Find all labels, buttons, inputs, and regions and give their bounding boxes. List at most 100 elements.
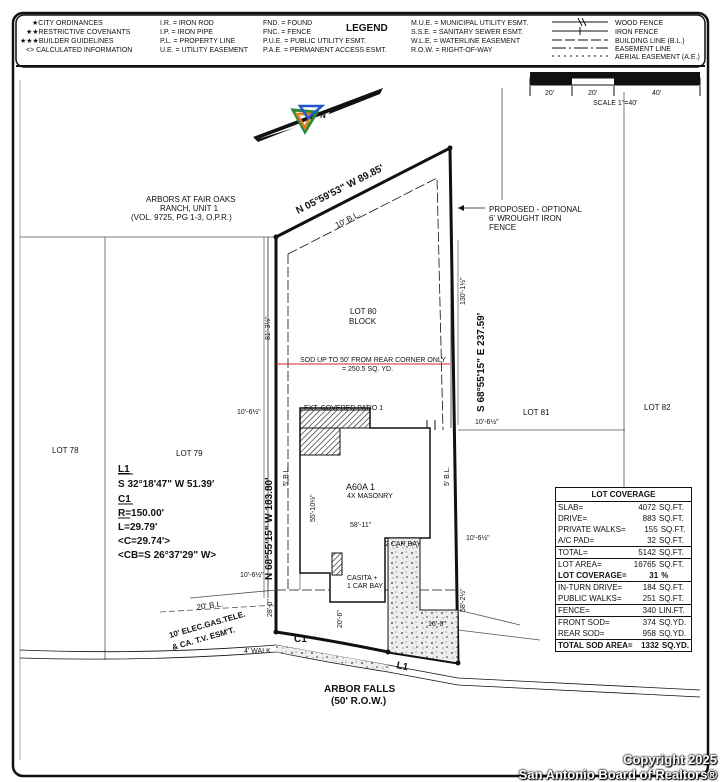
dim-130-1: 130'-1½" <box>459 277 467 305</box>
bearing-east: S 68°55'15" E 237.59' <box>476 313 487 412</box>
copyright-line-2: San Antonio Board of Realtors® <box>518 767 717 782</box>
dim-58-2: 58'-2½" <box>459 588 467 612</box>
legend-col1-1: ★★RESTRICTIVE COVENANTS <box>26 28 131 36</box>
walk-label: 4' WALK <box>244 648 271 655</box>
fence-note-2: 6' WROUGHT IRON <box>489 214 562 223</box>
c1-chord: <C=29.74'> <box>118 536 170 547</box>
legend: ★CITY ORDINANCES ★★RESTRICTIVE COVENANTS… <box>20 17 700 61</box>
house-masonry: 4X MASONRY <box>347 493 393 500</box>
dim-10-6-c: 10'-6½" <box>466 534 490 542</box>
l1-marker: L1 <box>395 660 409 673</box>
legend-line-easement: EASEMENT LINE <box>615 46 671 53</box>
lot-81-label: LOT 81 <box>523 408 550 417</box>
legend-col2-2: P.L. = PROPERTY LINE <box>160 38 236 45</box>
patio-label: EXT. COVERED PATIO 1 <box>304 405 383 412</box>
legend-col3-2: P.U.E. = PUBLIC UTILITY ESMT. <box>263 38 366 45</box>
legend-col3-3: P.A.E. = PERMANENT ACCESS ESMT. <box>263 47 387 54</box>
legend-col2-3: U.E. = UTILITY EASEMENT <box>160 47 249 54</box>
lot-name: LOT 80 <box>350 307 377 316</box>
dim-81-3: 81'-3½" <box>264 316 272 340</box>
side-bl-west: 5' B.L. <box>283 466 290 486</box>
lot-82-label: LOT 82 <box>644 403 671 412</box>
lot-78-label: LOT 78 <box>52 446 79 455</box>
c1-length: L=29.79' <box>118 522 157 533</box>
legend-title: LEGEND <box>346 23 388 34</box>
fence-note-3: FENCE <box>489 223 516 232</box>
sod-note-1: SOD UP TO 50' FROM REAR CORNER ONLY <box>300 357 446 364</box>
legend-col4-3: R.O.W. = RIGHT-OF-WAY <box>411 47 493 54</box>
scale-tick-1: 20' <box>545 90 554 97</box>
c1-chord-bearing: <CB=S 26°37'29" W> <box>118 550 216 561</box>
copyright-watermark: Copyright 2025 San Antonio Board of Real… <box>519 752 717 782</box>
legend-col3-0: FND. = FOUND <box>263 20 312 27</box>
legend-line-iron: IRON FENCE <box>615 29 659 36</box>
scale-bar: 20' 20' 40' SCALE 1"=40' <box>529 72 701 107</box>
arbors-line-1: ARBORS AT FAIR OAKS <box>146 195 236 204</box>
legend-line-bl: BUILDING LINE (B.L.) <box>615 38 685 45</box>
arbors-line-3: (VOL. 9725, PG 1-3, O.P.R.) <box>131 213 232 222</box>
legend-col4-2: W.L.E. = WATERLINE EASEMENT <box>411 38 521 45</box>
scale-tick-3: 40' <box>652 90 661 97</box>
legend-col4-1: S.S.E. = SANITARY SEWER ESMT. <box>411 29 523 36</box>
arbors-line-2: RANCH, UNIT 1 <box>160 204 219 213</box>
dim-28-0: 28'-0" <box>267 599 274 617</box>
north-arrow-icon: N <box>253 88 383 142</box>
legend-col1-2: ★★★BUILDER GUIDELINES <box>20 37 114 45</box>
dim-55-10: 55'-10½" <box>309 494 317 522</box>
dim-58-11: 58'-11" <box>350 522 372 529</box>
legend-col1-3: <> CALCULATED INFORMATION <box>26 47 132 54</box>
legend-line-wood: WOOD FENCE <box>615 20 664 27</box>
house-name: A60A 1 <box>346 482 375 492</box>
street-name: ARBOR FALLS <box>324 684 395 695</box>
c1-radius: R=150.00' <box>118 508 164 519</box>
scale-label: SCALE 1"=40' <box>593 100 638 107</box>
garage-label: 2 CAR BAY <box>385 541 421 548</box>
bearing-west: N 68°55'15" W 183.80' <box>264 478 275 580</box>
outer-border <box>11 11 710 778</box>
legend-col3-1: FNC. = FENCE <box>263 29 311 36</box>
dim-20-6: 20'-6" <box>337 610 344 628</box>
legend-col1-0: ★CITY ORDINANCES <box>32 19 103 27</box>
north-label: N <box>320 111 326 120</box>
fence-note-1: PROPOSED - OPTIONAL <box>489 205 582 214</box>
dim-10-6-a: 10'-6½" <box>237 408 261 416</box>
l1-value: S 32°18'47" W 51.39' <box>118 479 214 490</box>
side-bl-east: 5' B.L. <box>444 466 451 486</box>
legend-col2-1: I.P. = IRON PIPE <box>160 29 213 36</box>
table-row: LOT COVERAGE=31% <box>558 571 669 580</box>
l1-title: L1 <box>118 464 130 475</box>
legend-col4-0: M.U.E. = MUNICIPAL UTILITY ESMT. <box>411 20 528 27</box>
legend-col2-0: I.R. = IRON ROD <box>160 20 214 27</box>
sod-note-2: = 250.5 SQ. YD. <box>342 366 393 373</box>
street-row: (50' R.O.W.) <box>331 696 386 707</box>
lot-79-label: LOT 79 <box>176 449 203 458</box>
c1-marker: C1 <box>294 634 307 645</box>
lot-coverage-title: LOT COVERAGE <box>556 488 691 502</box>
c1-title: C1 <box>118 494 131 505</box>
rear-bl: 10' B.L. <box>334 210 362 230</box>
front-bl: 20' B.L. <box>196 599 224 612</box>
dim-10-6-b: 10'-6½" <box>475 418 499 426</box>
scale-tick-2: 20' <box>588 90 597 97</box>
legend-line-aerial: AERIAL EASEMENT (A.E.) <box>615 54 700 61</box>
house-footprint <box>299 407 431 603</box>
casita-line-1: CASITA + <box>347 575 377 582</box>
lot-block: BLOCK <box>349 317 377 326</box>
casita-line-2: 1 CAR BAY <box>347 583 383 590</box>
dim-16-0: 16'-0" <box>428 621 446 628</box>
dim-10-6-d: 10'-6½" <box>240 571 264 579</box>
bearing-north: N 05°59'53" W 89.85' <box>294 163 385 217</box>
